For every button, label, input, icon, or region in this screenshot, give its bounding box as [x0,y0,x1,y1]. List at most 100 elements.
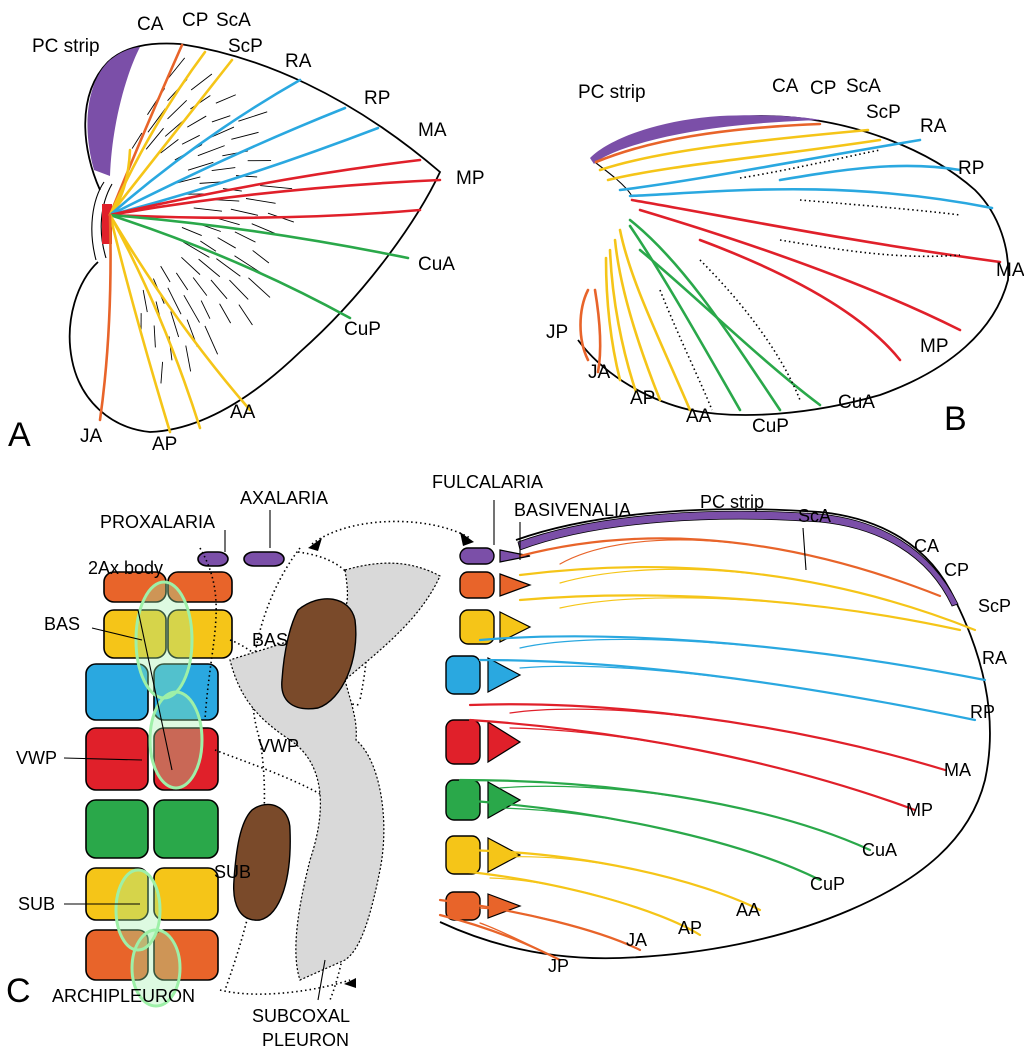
panel-a-crossvein [161,266,170,282]
panel-c-label-sca: ScA [798,506,831,526]
panel-a-label-sca: ScA [216,10,251,31]
panel-a-label-aa: AA [230,402,256,423]
panel-c-lower-arc [220,980,350,994]
panel-c-branch-medial [510,728,915,810]
panel-c-label-jp: JP [548,956,569,976]
panel-c-fulcalar-sclerite-anal [446,836,480,874]
panel-a-crossvein [212,168,236,171]
panel-a-vein-medial [110,180,440,215]
panel-c-label-axalaria: AXALARIA [240,488,328,508]
panel-a-crossvein [182,135,200,144]
panel-b-label-cp: CP [810,78,836,99]
panel-a-crossvein [168,288,181,314]
panel-c-branch-cubital [500,808,820,880]
panel-b: PC strip CA CP ScA ScP RA RP MA MP CuA C… [546,76,1024,438]
panel-c-label-fulcalaria: FULCALARIA [432,472,543,492]
panel-b-label-cua: CuA [838,392,875,413]
panel-c-label-pc-strip: PC strip [700,492,764,512]
panel-a-vein-cubital [110,215,350,318]
panel-b-label-ra: RA [920,116,947,137]
panel-a-crossvein [184,295,200,322]
panel-c-label-vwp-left: VWP [16,748,57,768]
panel-b-pc-strip [590,115,820,164]
panel-a-vein-medial [110,210,420,218]
panel-b-label-pc-strip: PC strip [578,82,646,103]
panel-c-vein-radial [480,660,975,720]
panel-b-vein-cubital [640,250,820,405]
panel-c: PROXALARIA AXALARIA 2Ax body BAS VWP SUB… [6,472,1011,1050]
panel-c-leader-sca [803,528,806,570]
panel-a-crossvein [220,304,231,323]
panel-c-arrowhead-right [460,532,474,546]
panel-c-fulcalar-sclerite-costal_posterior [460,572,494,598]
panel-c-label-rp: RP [970,702,995,722]
panel-c-branch-jugal [480,908,640,950]
panel-a-crossvein [231,209,258,215]
panel-b-label-rp: RP [958,158,984,179]
panel-a-label-ma: MA [418,120,447,141]
panel-a-crossvein [154,326,155,348]
panel-a-label-rp: RP [364,88,390,109]
panel-c-label-ca: CA [914,536,939,556]
panel-c-label-aa: AA [736,900,760,920]
panel-a-crossvein [182,227,202,235]
panel-a-label-scp: ScP [228,36,263,57]
panel-b-vein-cubital [630,226,740,410]
panel-a-crossvein [253,250,269,263]
panel-b-vein-medial [640,210,960,330]
panel-b-label-mp: MP [920,336,949,357]
panel-a-crossvein [186,346,191,372]
panel-c-label-cua: CuA [862,840,897,860]
panel-a-crossvein [205,326,218,354]
panel-c-branch-radial [520,639,985,680]
panel-c-highlight-mid [150,692,202,788]
panel-c-branch-subcostal [560,598,960,630]
panel-a-crossvein [212,116,230,122]
panel-c-branch-anal [490,857,760,910]
panel-c-branch-radial [520,666,975,720]
panel-a-label-ja: JA [80,426,103,447]
panel-c-label-sub-inner: SUB [214,862,251,882]
panel-c-arrowhead-left [308,538,322,551]
panel-a-crossvein [161,362,163,384]
panel-a-letter: A [8,416,31,454]
panel-a-crossvein [187,116,206,127]
panel-c-arrowhead-bottom [344,978,356,988]
panel-a-vein-anal [110,215,200,428]
panel-a-crossvein [201,301,210,319]
panel-b-label-ma: MA [996,260,1024,281]
panel-c-basivenal-sclerite-costal_posterior [500,574,530,596]
panel-b-vein-medial [632,200,1000,262]
panel-c-label-ma: MA [944,760,971,780]
panel-a-crossvein [193,277,207,295]
panel-c-pc-strip [518,511,958,606]
panel-c-label-ap: AP [678,918,702,938]
panel-c-label-sub-left: SUB [18,894,55,914]
panel-a-crossvein [248,278,270,298]
panel-c-label-ja: JA [626,930,647,950]
panel-b-label-scp: ScP [866,102,901,123]
panel-c-basivenal-sclerite-radial [488,658,520,692]
panel-b-label-jp: JP [546,322,568,343]
panel-c-label-basivenalia: BASIVENALIA [514,500,631,520]
panel-b-label-ap: AP [630,388,655,409]
panel-c-top-double-arrow [312,521,470,544]
panel-c-axalar-sclerite-anal [154,868,218,920]
panel-c-proxalar-sclerite-radial [86,664,148,720]
panel-c-label-vwp-inner: VWP [258,736,299,756]
panel-b-vein-radial [630,189,992,208]
panel-c-axalar-sclerite-costal [244,552,284,566]
panel-a-vein-cubital [110,215,408,258]
panel-c-basivenal-sclerite-costal [500,550,530,562]
panel-c-label-pleuron: PLEURON [262,1030,349,1050]
panel-c-vein-medial [470,720,915,810]
panel-a-crossvein [229,280,248,299]
panel-b-label-ja: JA [588,362,611,383]
panel-b-vein-radial [780,166,960,180]
panel-a-crossvein [181,257,200,274]
panel-c-label-cp: CP [944,560,969,580]
panel-c-basivenal-sclerite-anal [488,838,520,872]
panel-c-proxalar-sclerite-cubital [86,800,148,858]
panel-c-inner-sclerites [446,548,530,920]
panel-a-label-ap: AP [152,434,177,455]
